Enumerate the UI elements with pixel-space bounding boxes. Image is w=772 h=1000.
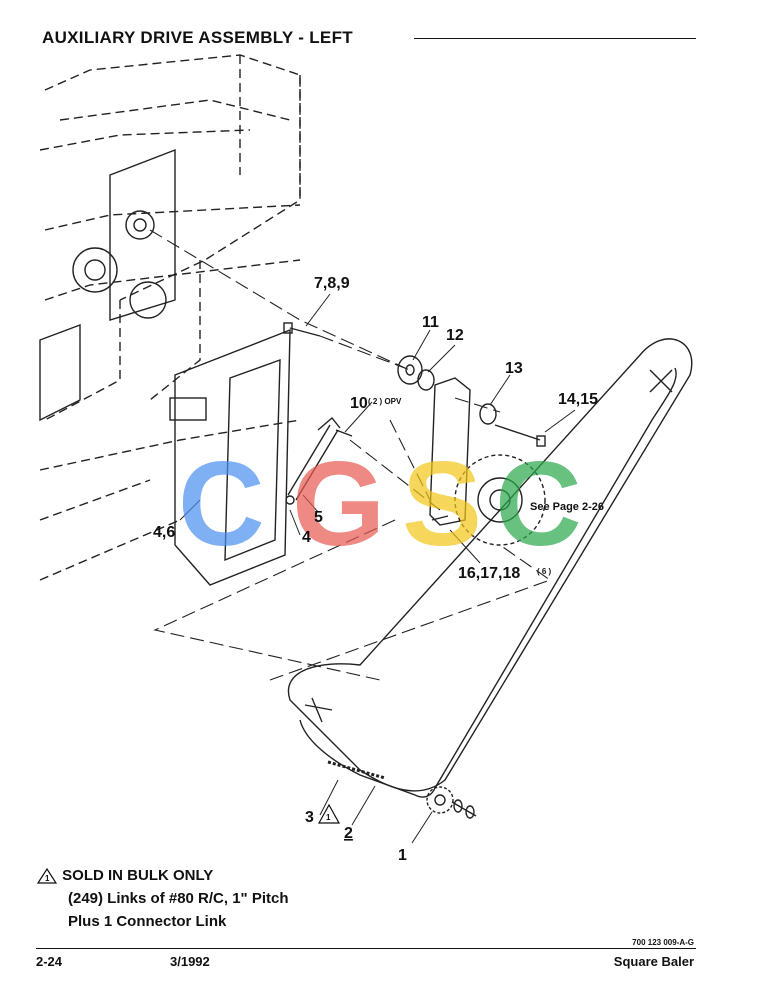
callout-4-6: 4,6 xyxy=(153,524,175,541)
page-number: 2-24 xyxy=(36,954,63,969)
note-line-1: 1 SOLD IN BULK ONLY xyxy=(36,864,289,887)
watermark-letter-c2: C xyxy=(495,437,582,571)
baler-frame xyxy=(39,54,301,581)
drawing-reference-code: 700 123 009-A-G xyxy=(632,938,694,947)
callout-10: 10 xyxy=(350,395,368,412)
product-name: Square Baler xyxy=(613,954,694,969)
watermark-letter-s: S xyxy=(402,437,482,571)
callout-11: 11 xyxy=(422,314,439,331)
callout-14-15: 14,15 xyxy=(558,391,598,408)
note-links: (249) Links of #80 R/C, 1" Pitch xyxy=(68,890,289,907)
see-page-reference: See Page 2-26 xyxy=(530,501,604,513)
callout-12: 12 xyxy=(446,327,464,344)
callout-2: 2 xyxy=(344,825,353,842)
callout-3: 3 xyxy=(305,809,314,826)
svg-text:1: 1 xyxy=(45,874,50,883)
page-title: AUXILIARY DRIVE ASSEMBLY - LEFT xyxy=(42,28,353,47)
triangle-warning-icon: 1 xyxy=(317,803,341,824)
callout-7-8-9: 7,8,9 xyxy=(314,275,350,292)
callout-4: 4 xyxy=(302,529,311,546)
callout-16-17-18: 16,17,18 xyxy=(458,565,520,582)
watermark-letter-c1: C xyxy=(178,437,265,571)
leader-lines xyxy=(149,229,552,681)
note-sold-in-bulk: SOLD IN BULK ONLY xyxy=(62,867,214,884)
triangle-warning-icon: 1 xyxy=(36,867,58,884)
idler-pulley xyxy=(397,355,497,526)
callout-1: 1 xyxy=(398,847,407,864)
callout-13: 13 xyxy=(505,360,523,377)
bolts xyxy=(283,322,546,521)
note-connector: Plus 1 Connector Link xyxy=(68,913,227,930)
small-sprocket xyxy=(426,786,477,819)
frame-plate xyxy=(39,148,291,586)
callout-10-note: ( 2 ) OPV xyxy=(368,397,402,406)
callout-16-17-18-note: ( 6 ) xyxy=(537,567,552,576)
notes-block: 1 SOLD IN BULK ONLY (249) Links of #80 R… xyxy=(36,864,289,933)
title-rule xyxy=(414,38,696,39)
callout-labels: 7,8,9 11 12 13 14,15 10 ( 2 ) OPV 5 4,6 … xyxy=(153,275,604,864)
callout-5: 5 xyxy=(314,509,323,526)
footer-rule xyxy=(36,948,696,949)
watermark-letter-g: G xyxy=(292,437,385,571)
publication-date: 3/1992 xyxy=(170,954,210,969)
svg-text:1: 1 xyxy=(326,813,331,822)
chain-tensioner xyxy=(285,416,341,505)
watermark: C G S C xyxy=(178,437,582,571)
roller-chain xyxy=(287,338,693,798)
callout-leaders xyxy=(179,293,576,844)
